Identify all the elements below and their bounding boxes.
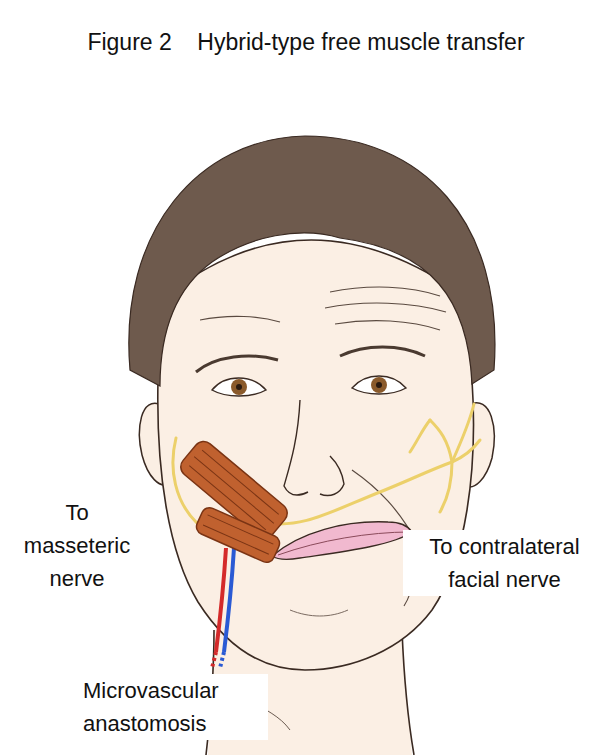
lip-line	[278, 532, 410, 555]
annotation-label: To masseteric nerve	[14, 496, 140, 595]
vein-anastomosis	[220, 652, 224, 668]
eyebrow	[196, 356, 278, 372]
eye	[212, 378, 266, 396]
vein	[224, 548, 234, 652]
eye	[352, 376, 406, 394]
nose	[284, 400, 308, 495]
free-muscle	[194, 505, 282, 565]
hair	[129, 136, 495, 386]
face-outline	[158, 240, 474, 670]
iris	[371, 377, 387, 393]
artery-anastomosis	[212, 652, 216, 668]
iris	[231, 379, 247, 395]
forehead-wrinkles	[200, 287, 446, 330]
chin-line	[290, 610, 348, 616]
nose	[320, 456, 344, 496]
lips	[272, 522, 412, 560]
pupil	[236, 384, 242, 390]
annotation-label: Microvascular anastomosis	[80, 674, 268, 740]
annotation-label: To contralateral facial nerve	[403, 530, 606, 596]
pupil	[376, 382, 382, 388]
eyebrow	[340, 347, 425, 356]
figure-title: Figure 2 Hybrid-type free muscle transfe…	[0, 26, 612, 59]
neck-line	[402, 630, 414, 755]
